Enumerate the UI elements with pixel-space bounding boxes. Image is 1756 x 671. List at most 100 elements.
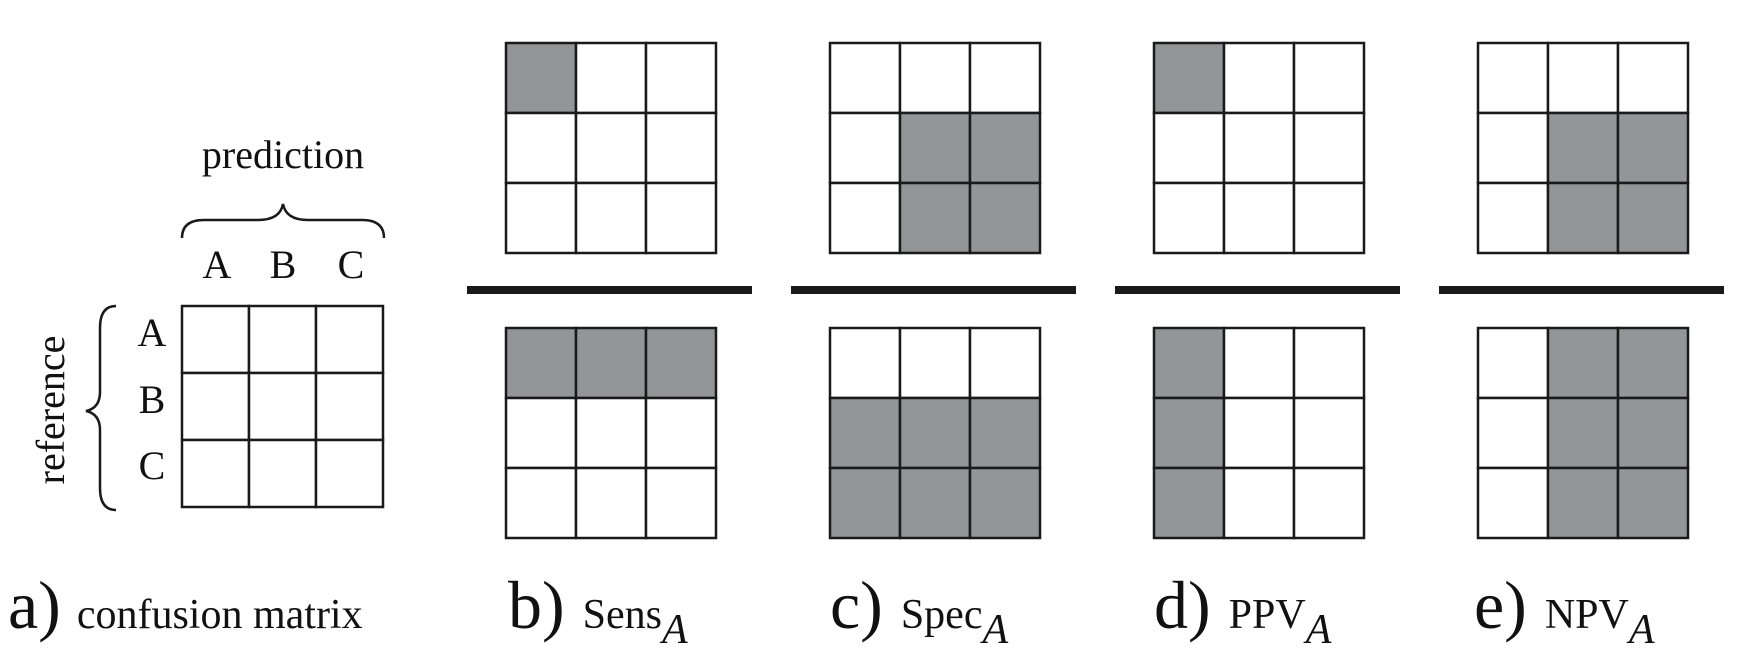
prediction-class-b: B xyxy=(270,242,297,287)
confusion-matrix-cell-ba xyxy=(180,371,251,442)
caption-b-letter: b) xyxy=(508,567,565,643)
caption-d-name: PPV xyxy=(1229,592,1306,638)
svg-text:a)confusion matrix: a)confusion matrix xyxy=(8,567,363,643)
sens-a-numerator-grid xyxy=(504,41,718,255)
npv-a-numerator-cell-ab xyxy=(1546,41,1620,115)
reference-brace xyxy=(85,304,117,512)
reference-class-a: A xyxy=(138,310,167,355)
caption-d-letter: d) xyxy=(1154,567,1211,643)
ppv-a-numerator-cell-ac xyxy=(1292,41,1366,115)
npv-a-numerator-cell-ba xyxy=(1476,111,1550,185)
ppv-a-denominator-cell-cc xyxy=(1292,466,1366,540)
spec-a-numerator-cell-bc-shaded xyxy=(968,111,1042,185)
caption-b: b)SensA xyxy=(508,567,688,653)
npv-a-numerator-grid xyxy=(1476,41,1690,255)
sens-a-numerator-cell-ac xyxy=(644,41,718,115)
sens-a-numerator-cell-ba xyxy=(504,111,578,185)
npv-a-numerator-cell-cb-shaded xyxy=(1546,181,1620,255)
ppv-a-numerator-cell-cc xyxy=(1292,181,1366,255)
npv-a-denominator-cell-ab-shaded xyxy=(1546,326,1620,400)
caption-d-subscript: A xyxy=(1303,607,1332,653)
reference-label: reference xyxy=(28,336,73,485)
ppv-a-numerator-cell-ab xyxy=(1222,41,1296,115)
confusion-matrix-grid xyxy=(180,304,385,509)
ppv-a-denominator-grid xyxy=(1152,326,1366,540)
spec-a-denominator-cell-ac xyxy=(968,326,1042,400)
sens-a-denominator-cell-bb xyxy=(574,396,648,470)
npv-a-denominator-cell-aa xyxy=(1476,326,1550,400)
caption-e-subscript: A xyxy=(1626,607,1655,653)
confusion-matrix-cell-bb xyxy=(247,371,318,442)
npv-a-numerator-cell-cc-shaded xyxy=(1616,181,1690,255)
spec-a-denominator-cell-ab xyxy=(898,326,972,400)
caption-e-letter: e) xyxy=(1474,567,1527,643)
sens-a-denominator-cell-ca xyxy=(504,466,578,540)
spec-a-denominator-cell-cb-shaded xyxy=(898,466,972,540)
prediction-brace xyxy=(180,203,386,239)
caption-c: c)SpecA xyxy=(830,567,1008,653)
spec-a-denominator-cell-aa xyxy=(828,326,902,400)
caption-c-name: Spec xyxy=(901,592,983,638)
sens-a-numerator-cell-ab xyxy=(574,41,648,115)
ppv-a-numerator-cell-bc xyxy=(1292,111,1366,185)
npv-a-denominator-cell-bc-shaded xyxy=(1616,396,1690,470)
panel-a-confusion-matrix: prediction A B C reference A B C xyxy=(28,132,386,512)
caption-e-name: NPV xyxy=(1545,592,1629,638)
caption-a: a)confusion matrix xyxy=(8,567,363,643)
npv-a-denominator-cell-ba xyxy=(1476,396,1550,470)
spec-a-numerator-cell-cb-shaded xyxy=(898,181,972,255)
spec-a-numerator-cell-ac xyxy=(968,41,1042,115)
ppv-a-fraction-bar xyxy=(1115,286,1400,294)
npv-a-denominator-cell-ca xyxy=(1476,466,1550,540)
ppv-a-numerator-cell-ca xyxy=(1152,181,1226,255)
spec-a-numerator-cell-bb-shaded xyxy=(898,111,972,185)
confusion-matrix-cell-ca xyxy=(180,438,251,509)
spec-a-denominator-cell-ba-shaded xyxy=(828,396,902,470)
svg-text:d)PPVA: d) PPVA xyxy=(1154,567,1332,653)
confusion-matrix-cell-ac xyxy=(314,304,385,375)
ppv-a-denominator-cell-cb xyxy=(1222,466,1296,540)
ppv-a-numerator-cell-ba xyxy=(1152,111,1226,185)
sens-a-denominator-cell-cb xyxy=(574,466,648,540)
npv-a-denominator-cell-ac-shaded xyxy=(1616,326,1690,400)
caption-a-name: confusion matrix xyxy=(77,592,363,638)
spec-a-denominator-cell-cc-shaded xyxy=(968,466,1042,540)
spec-a-fraction-bar xyxy=(791,286,1076,294)
ppv-a-numerator-grid xyxy=(1152,41,1366,255)
caption-e: e) NPVA xyxy=(1474,567,1655,653)
ppv-a-numerator-cell-aa-shaded xyxy=(1152,41,1226,115)
sens-a-denominator-cell-ac-shaded xyxy=(644,326,718,400)
npv-a-numerator-cell-ca xyxy=(1476,181,1550,255)
reference-class-b: B xyxy=(139,377,166,422)
spec-a-numerator-grid xyxy=(828,41,1042,255)
spec-a-numerator-cell-ba xyxy=(828,111,902,185)
ppv-a-denominator-cell-bc xyxy=(1292,396,1366,470)
prediction-class-a: A xyxy=(203,242,232,287)
svg-text:b)SensA: b)SensA xyxy=(508,567,688,653)
sens-a-denominator-grid xyxy=(504,326,718,540)
spec-a-denominator-cell-ca-shaded xyxy=(828,466,902,540)
ppv-a-numerator-cell-cb xyxy=(1222,181,1296,255)
spec-a-numerator-cell-cc-shaded xyxy=(968,181,1042,255)
reference-class-c: C xyxy=(139,443,166,488)
sens-a-numerator-cell-bb xyxy=(574,111,648,185)
sens-a-fraction-bar xyxy=(467,286,752,294)
ppv-a-numerator-cell-bb xyxy=(1222,111,1296,185)
sens-a-numerator-cell-aa-shaded xyxy=(504,41,578,115)
npv-a-fraction-bar xyxy=(1439,286,1724,294)
spec-a-numerator-cell-ab xyxy=(898,41,972,115)
npv-a-denominator-cell-bb-shaded xyxy=(1546,396,1620,470)
ppv-a-denominator-cell-ac xyxy=(1292,326,1366,400)
sens-a-numerator-cell-cc xyxy=(644,181,718,255)
caption-b-subscript: A xyxy=(659,607,688,653)
confusion-matrix-cell-bc xyxy=(314,371,385,442)
spec-a-denominator-cell-bb-shaded xyxy=(898,396,972,470)
sens-a-numerator-cell-ca xyxy=(504,181,578,255)
prediction-class-c: C xyxy=(338,242,365,287)
sens-a-denominator-cell-aa-shaded xyxy=(504,326,578,400)
ppv-a-denominator-cell-ab xyxy=(1222,326,1296,400)
ppv-a-denominator-cell-ba-shaded xyxy=(1152,396,1226,470)
spec-a-denominator-cell-bc-shaded xyxy=(968,396,1042,470)
npv-a-denominator-grid xyxy=(1476,326,1690,540)
sens-a-denominator-cell-bc xyxy=(644,396,718,470)
